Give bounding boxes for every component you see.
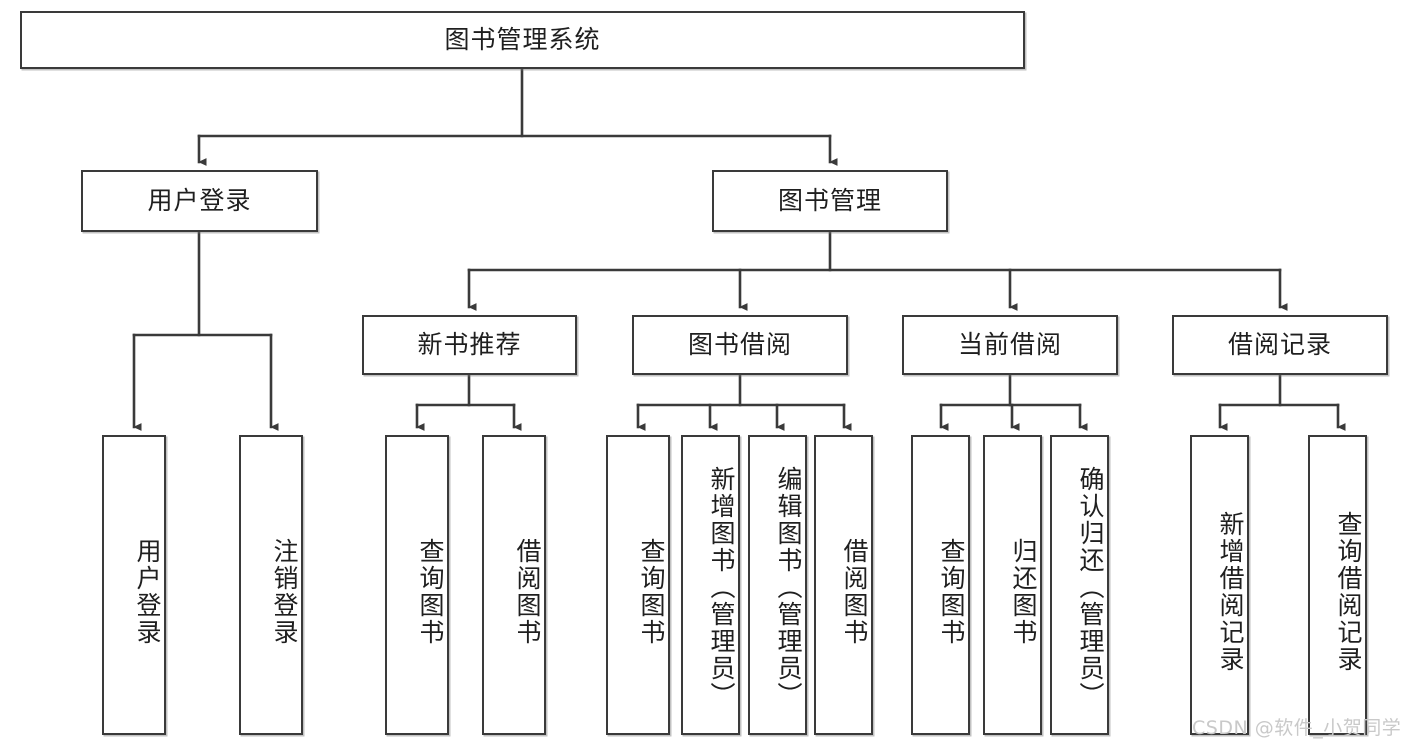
node-leaf-borrow-book-1-label: 借阅图书 xyxy=(513,538,542,646)
node-leaf-query-book-3[interactable]: 查询图书 xyxy=(911,435,970,735)
node-leaf-add-record[interactable]: 新增借阅记录 xyxy=(1190,435,1249,735)
node-leaf-user-login-label: 用户登录 xyxy=(133,538,162,646)
node-new-book-recommend-label: 新书推荐 xyxy=(417,330,522,359)
node-leaf-query-record[interactable]: 查询借阅记录 xyxy=(1308,435,1367,735)
node-book-management-label: 图书管理 xyxy=(777,186,882,215)
node-leaf-add-record-label: 新增借阅记录 xyxy=(1216,511,1245,673)
node-leaf-borrow-book-2-label: 借阅图书 xyxy=(840,538,869,646)
node-leaf-edit-book[interactable]: 编辑图书（管理员） xyxy=(748,435,807,735)
node-leaf-user-login[interactable]: 用户登录 xyxy=(102,435,166,735)
node-leaf-confirm-return-label: 确认归还（管理员） xyxy=(1076,465,1105,709)
node-leaf-confirm-return[interactable]: 确认归还（管理员） xyxy=(1050,435,1109,735)
node-leaf-query-book-1[interactable]: 查询图书 xyxy=(385,435,449,735)
node-new-book-recommend[interactable]: 新书推荐 xyxy=(362,315,577,375)
node-root-system[interactable]: 图书管理系统 xyxy=(20,11,1025,69)
node-book-borrow[interactable]: 图书借阅 xyxy=(632,315,848,375)
watermark-credit: CSDN @软件_小贺同学 xyxy=(1192,717,1402,739)
node-leaf-query-book-3-label: 查询图书 xyxy=(937,538,966,646)
node-root-label: 图书管理系统 xyxy=(444,25,601,54)
node-borrow-record[interactable]: 借阅记录 xyxy=(1172,315,1388,375)
node-leaf-query-book-1-label: 查询图书 xyxy=(416,538,445,646)
node-leaf-query-record-label: 查询借阅记录 xyxy=(1334,511,1363,673)
node-current-borrow[interactable]: 当前借阅 xyxy=(902,315,1118,375)
node-user-login[interactable]: 用户登录 xyxy=(81,170,318,232)
node-leaf-query-book-2[interactable]: 查询图书 xyxy=(606,435,670,735)
node-leaf-query-book-2-label: 查询图书 xyxy=(637,538,666,646)
node-leaf-add-book[interactable]: 新增图书（管理员） xyxy=(681,435,740,735)
node-user-login-label: 用户登录 xyxy=(147,186,252,215)
node-leaf-borrow-book-2[interactable]: 借阅图书 xyxy=(814,435,873,735)
node-book-management[interactable]: 图书管理 xyxy=(712,170,948,232)
node-current-borrow-label: 当前借阅 xyxy=(957,330,1062,359)
node-leaf-return-book[interactable]: 归还图书 xyxy=(983,435,1042,735)
node-leaf-logout-login-label: 注销登录 xyxy=(270,538,299,646)
node-leaf-add-book-label: 新增图书（管理员） xyxy=(707,465,736,709)
node-borrow-record-label: 借阅记录 xyxy=(1227,330,1332,359)
node-leaf-logout-login[interactable]: 注销登录 xyxy=(239,435,303,735)
node-leaf-return-book-label: 归还图书 xyxy=(1009,538,1038,646)
node-leaf-edit-book-label: 编辑图书（管理员） xyxy=(774,465,803,709)
node-leaf-borrow-book-1[interactable]: 借阅图书 xyxy=(482,435,546,735)
node-book-borrow-label: 图书借阅 xyxy=(687,330,792,359)
